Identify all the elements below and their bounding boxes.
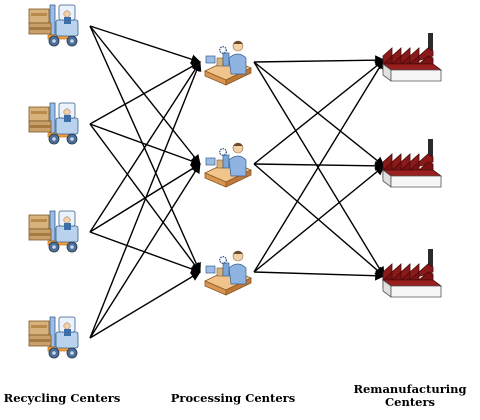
edge-recycling-4-to-processing-3 bbox=[89, 271, 201, 339]
connection-lines bbox=[89, 25, 385, 339]
edge-processing-3-to-remanufacturing-1 bbox=[253, 59, 385, 273]
edge-recycling-2-to-processing-1 bbox=[89, 61, 201, 125]
recycling-center-2-forklift-icon bbox=[28, 102, 79, 145]
processing-centers-label: Processing Centers bbox=[170, 391, 296, 405]
recycling-center-1-forklift-icon bbox=[28, 4, 79, 47]
edge-recycling-3-to-processing-1 bbox=[89, 61, 201, 233]
remanufacturing-center-1-factory-icon bbox=[382, 32, 442, 82]
edge-recycling-1-to-processing-1 bbox=[89, 25, 201, 64]
edge-processing-3-to-remanufacturing-2 bbox=[253, 165, 385, 273]
edge-processing-2-to-remanufacturing-1 bbox=[253, 59, 385, 165]
recycling-center-3-forklift-icon bbox=[28, 210, 79, 253]
edge-recycling-1-to-processing-3 bbox=[89, 25, 201, 273]
processing-center-1-worker-icon bbox=[204, 40, 252, 86]
edge-processing-2-to-remanufacturing-3 bbox=[253, 163, 385, 277]
recycling-center-4-forklift-icon bbox=[28, 316, 79, 359]
edge-processing-1-to-remanufacturing-1 bbox=[253, 55, 385, 66]
remanufacturing-centers-label: Remanufacturing Centers bbox=[348, 383, 472, 409]
edge-processing-1-to-remanufacturing-3 bbox=[253, 61, 385, 277]
recycling-centers-label: Recycling Centers bbox=[3, 391, 121, 405]
remanufacturing-label-line2: Centers bbox=[385, 395, 435, 409]
remanufacturing-center-2-factory-icon bbox=[382, 138, 442, 188]
remanufacturing-center-3-factory-icon bbox=[382, 248, 442, 298]
edge-recycling-3-to-processing-2 bbox=[89, 163, 201, 233]
processing-center-2-worker-icon bbox=[204, 142, 252, 188]
network-nodes bbox=[28, 4, 442, 359]
remanufacturing-label-line1: Remanufacturing bbox=[353, 382, 467, 396]
edge-recycling-1-to-processing-2 bbox=[89, 25, 201, 165]
edge-processing-1-to-remanufacturing-2 bbox=[253, 61, 385, 167]
edge-recycling-4-to-processing-2 bbox=[89, 163, 201, 339]
edge-processing-3-to-remanufacturing-3 bbox=[253, 270, 385, 281]
processing-center-3-worker-icon bbox=[204, 250, 252, 296]
edge-recycling-2-to-processing-2 bbox=[89, 123, 201, 166]
edge-recycling-4-to-processing-1 bbox=[89, 61, 202, 339]
